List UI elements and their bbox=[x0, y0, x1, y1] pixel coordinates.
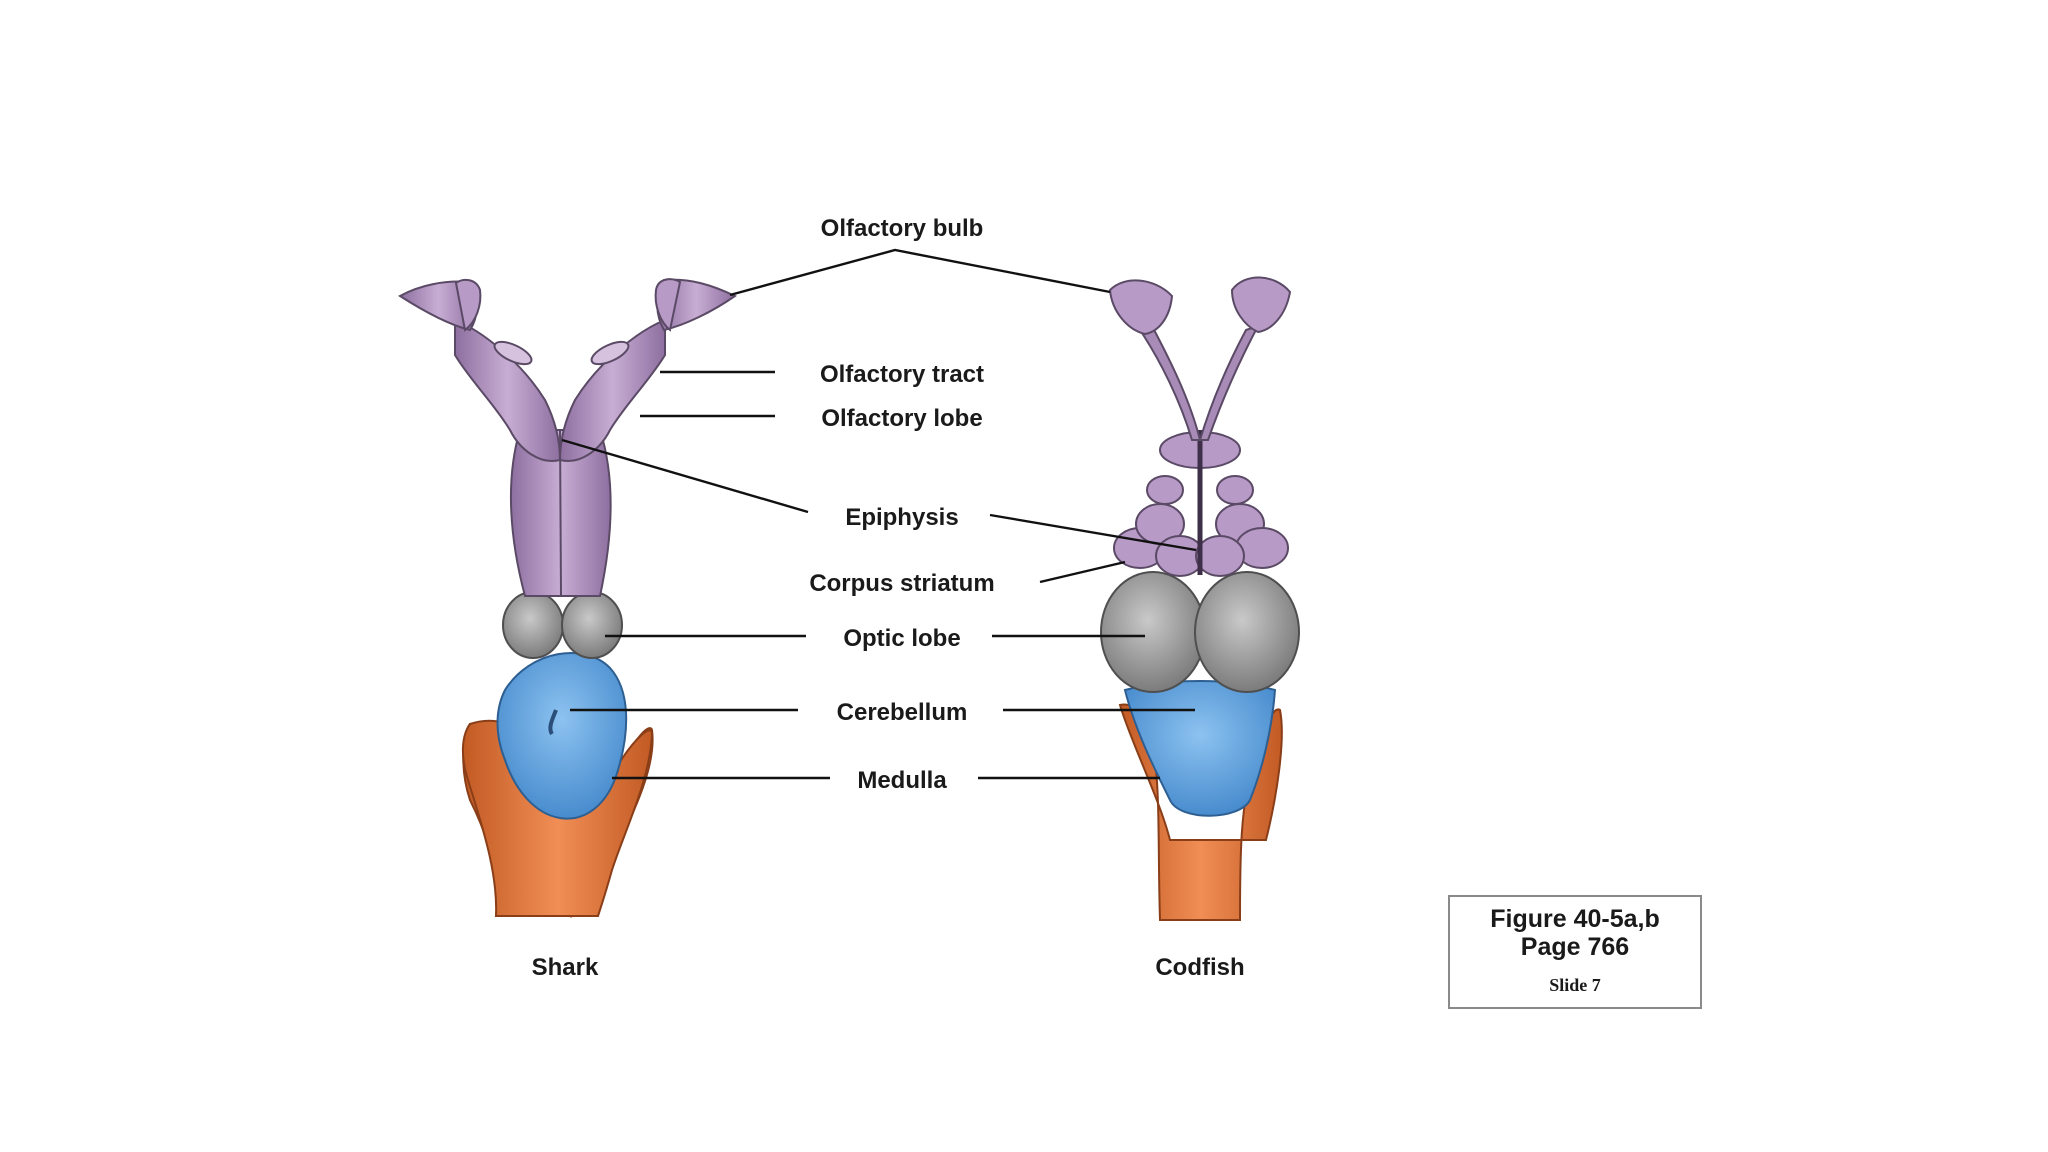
shark-olfactory-lobe-right bbox=[558, 318, 666, 462]
slide-number: Slide 7 bbox=[1549, 975, 1601, 995]
caption-shark: Shark bbox=[532, 954, 599, 981]
shark-optic-lobe-left bbox=[502, 591, 564, 659]
codfish-optic-lobe-right bbox=[1194, 571, 1300, 693]
label-medulla: Medulla bbox=[857, 767, 947, 794]
codfish-olfactory-bulb-right bbox=[1230, 276, 1292, 334]
codfish-olfactory-bulb-left bbox=[1108, 279, 1174, 336]
codfish-olfactory-tract-left bbox=[1138, 324, 1202, 441]
codfish-optic-lobe-left bbox=[1100, 571, 1206, 693]
caption-codfish: Codfish bbox=[1155, 954, 1244, 981]
label-corpus-striatum: Corpus striatum bbox=[809, 570, 994, 597]
label-olfactory-bulb: Olfactory bulb bbox=[821, 215, 984, 242]
label-epiphysis: Epiphysis bbox=[845, 504, 958, 531]
shark-brain bbox=[398, 278, 737, 919]
label-optic-lobe: Optic lobe bbox=[843, 625, 960, 652]
shark-optic-lobe-right bbox=[561, 591, 623, 659]
figure-number: Figure 40-5a,b bbox=[1490, 905, 1660, 933]
shark-olfactory-lobe-left bbox=[454, 318, 562, 462]
codfish-cerebellum bbox=[1123, 680, 1277, 817]
label-olfactory-tract: Olfactory tract bbox=[820, 361, 984, 388]
figure-reference-box: Figure 40-5a,b Page 766 Slide 7 bbox=[1448, 895, 1702, 1009]
label-cerebellum: Cerebellum bbox=[837, 699, 968, 726]
page-number: Page 766 bbox=[1520, 933, 1630, 961]
leader-lines bbox=[561, 248, 1197, 780]
label-olfactory-lobe: Olfactory lobe bbox=[821, 405, 982, 432]
codfish-brain bbox=[1100, 276, 1300, 921]
codfish-olfactory-tract-right bbox=[1198, 324, 1261, 441]
